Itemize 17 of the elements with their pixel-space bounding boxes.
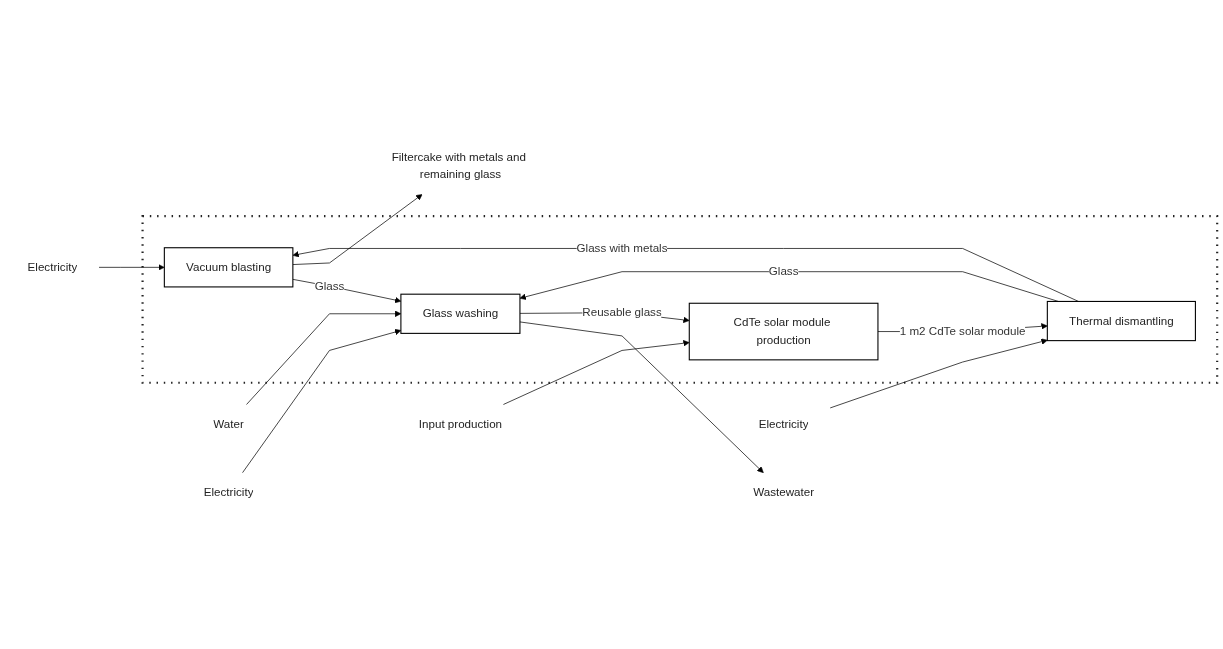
- node-text: Electricity: [27, 260, 78, 273]
- node-text: Water: [213, 417, 244, 430]
- node-box: Vacuum blasting: [163, 246, 294, 288]
- node-text: Wastewater: [753, 485, 815, 498]
- node-box: Thermal dismantling: [1046, 300, 1196, 341]
- node-box: Glass washing: [400, 293, 521, 334]
- edge-label: Glass: [768, 264, 799, 278]
- node-text: Filtercake with metals and remaining glass: [391, 150, 526, 181]
- edge-label: Reusable glass: [582, 305, 662, 319]
- edge-label: Glass: [314, 279, 345, 292]
- node-text: Electricity: [203, 485, 254, 498]
- node-text: Electricity: [758, 417, 809, 430]
- node-box: CdTe solar module production: [688, 302, 879, 361]
- cluster: [141, 214, 1219, 384]
- edge-label: 1 m2 CdTe solar module: [899, 324, 1026, 338]
- edge-label: Glass with metals: [576, 241, 668, 254]
- node-text: Input production: [418, 417, 503, 430]
